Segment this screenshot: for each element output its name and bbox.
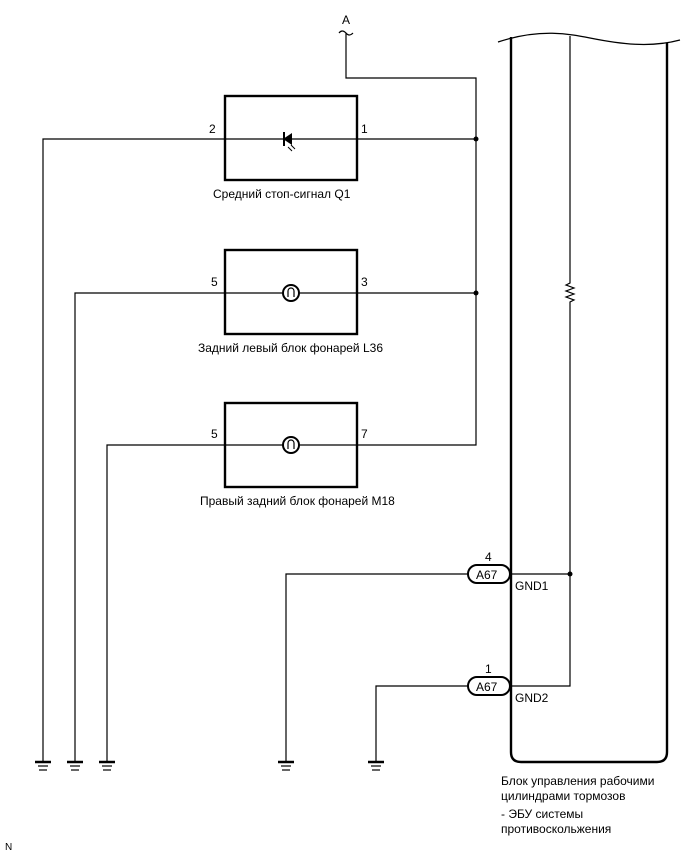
- pin-label: 2: [209, 122, 216, 136]
- ground-icon: [368, 760, 384, 771]
- junction-dot: [473, 136, 479, 142]
- component-name: Средний стоп-сигнал Q1: [213, 187, 351, 201]
- component-name: Правый задний блок фонарей M18: [200, 494, 395, 508]
- lamp-icon: [282, 436, 300, 454]
- ground-icon: [99, 760, 115, 771]
- power-bus-wire: [345, 33, 477, 446]
- lamp-icon: [282, 284, 300, 302]
- pin-label: 7: [361, 427, 368, 441]
- signal-a-label: A: [342, 13, 350, 27]
- pin-label: 3: [361, 275, 368, 289]
- terminal-label: GND1: [515, 579, 549, 593]
- component-m18: 5 7 Правый задний блок фонарей M18: [106, 401, 395, 762]
- ground-icon: [278, 760, 294, 771]
- connector-label: A67: [476, 568, 498, 582]
- corner-label: N: [5, 842, 12, 853]
- ecu-block: A67 4 GND1 A67 1 GND2 Блок управления ра…: [285, 32, 681, 836]
- ecu-caption: цилиндрами тормозов: [501, 789, 625, 803]
- ecu-caption: - ЭБУ системы: [501, 807, 583, 821]
- pin-label: 5: [211, 275, 218, 289]
- terminal-label: GND2: [515, 691, 549, 705]
- component-l36: 5 3 Задний левый блок фонарей L36: [74, 248, 479, 762]
- ecu-caption: Блок управления рабочими: [501, 774, 654, 788]
- pin-label: 5: [211, 427, 218, 441]
- component-q1: 2 1 Средний стоп-сигнал Q1: [42, 94, 479, 762]
- component-name: Задний левый блок фонарей L36: [198, 341, 383, 355]
- pin-label: 1: [361, 122, 368, 136]
- connector-a67-pin4: A67 4 GND1: [285, 550, 549, 762]
- junction-dot: [567, 571, 573, 577]
- junction-dot: [473, 290, 479, 296]
- resistor-icon: [511, 36, 576, 687]
- led-icon: [283, 132, 296, 152]
- ground-icon: [35, 760, 51, 771]
- ecu-caption: противоскольжения: [501, 822, 611, 836]
- connector-a67-pin1: A67 1 GND2: [375, 662, 549, 762]
- pin-label: 1: [485, 662, 492, 676]
- ground-icon: [67, 760, 83, 771]
- pin-label: 4: [485, 550, 492, 564]
- break-line: [497, 32, 681, 46]
- connector-label: A67: [476, 680, 498, 694]
